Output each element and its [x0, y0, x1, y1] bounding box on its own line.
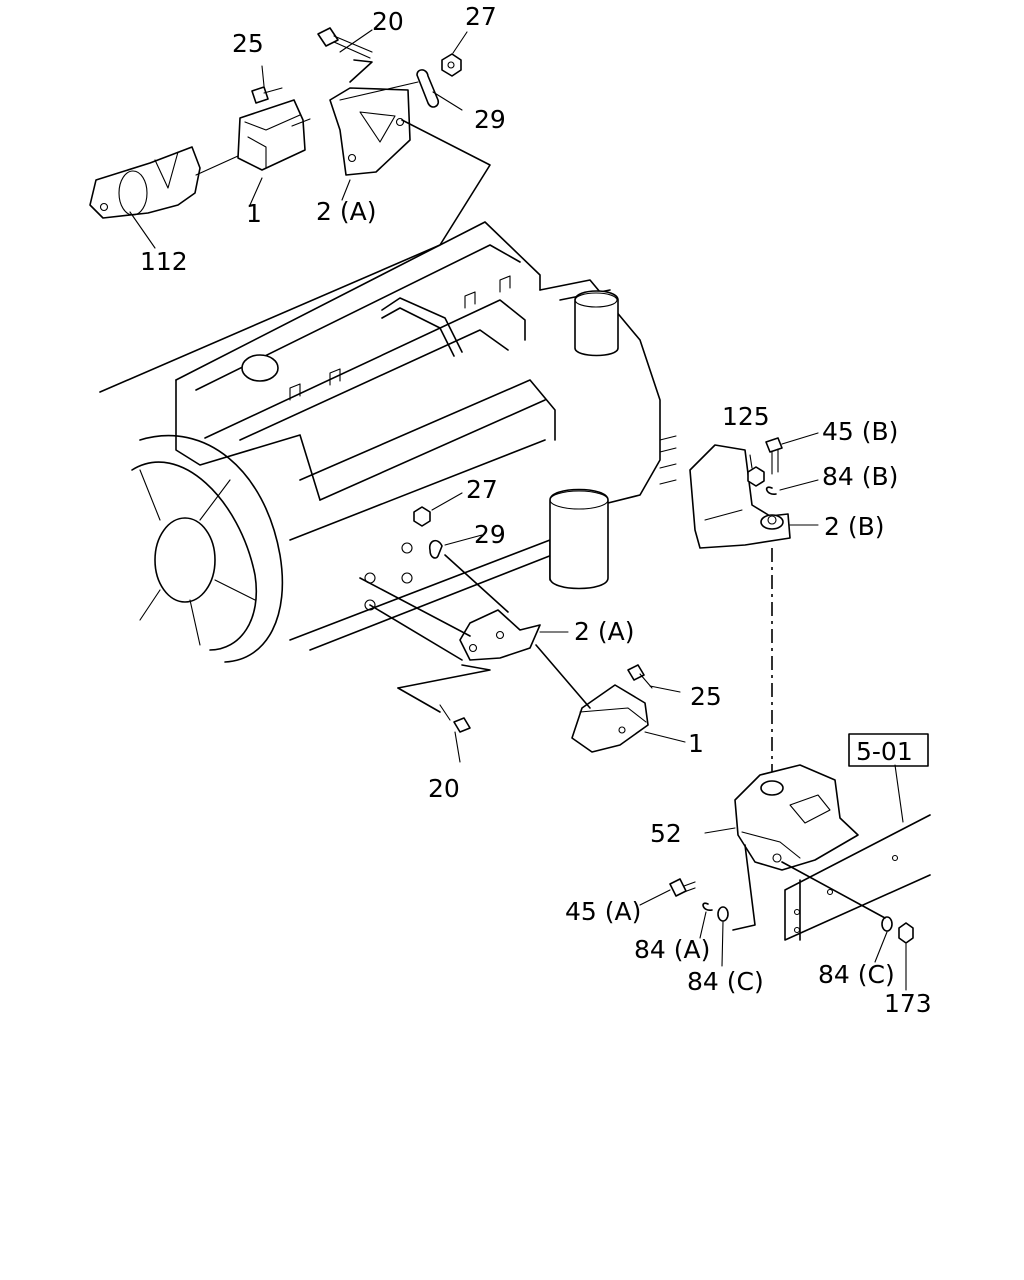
- label-29-top: 29: [474, 105, 506, 134]
- label-173: 173: [884, 989, 932, 1018]
- part-2a-bracket-middle: [459, 609, 541, 661]
- engine-block: [131, 221, 677, 663]
- top-mount-assembly: [89, 27, 491, 393]
- part-84c-washer-left: [717, 906, 729, 922]
- reference-box-5-01: [848, 733, 929, 767]
- part-84c-washer-right: [881, 916, 893, 932]
- label-125: 125: [722, 402, 770, 431]
- part-84a-washer: [702, 902, 713, 911]
- part-25-bolt: [251, 86, 269, 104]
- label-ref-5-01: 5-01: [856, 737, 913, 766]
- part-173-nut: [898, 922, 914, 944]
- part-1-rubber-mount: [237, 99, 306, 171]
- part-125-nut: [747, 466, 765, 487]
- callout-labels: 20 27 25 29 1 2 (A) 112 125 45 (B) 84 (B…: [140, 2, 932, 1018]
- cooling-fan: [131, 434, 284, 663]
- part-52-engine-mount: [734, 764, 859, 871]
- part-27-nut: [441, 53, 462, 77]
- label-84b: 84 (B): [822, 462, 898, 491]
- part-2a-bracket: [329, 87, 411, 176]
- label-2b: 2 (B): [824, 512, 885, 541]
- label-84c-right: 84 (C): [818, 960, 895, 989]
- label-1-top: 1: [246, 199, 262, 228]
- label-29-mid: 29: [474, 520, 506, 549]
- upper-fuel-filter: [574, 290, 619, 357]
- label-2a-top: 2 (A): [316, 197, 376, 226]
- label-27-top: 27: [465, 2, 497, 31]
- label-25-mid: 25: [690, 682, 722, 711]
- label-20-top: 20: [372, 7, 404, 36]
- part-1-rubber-mount-middle: [571, 684, 649, 753]
- label-27-mid: 27: [466, 475, 498, 504]
- middle-mount-assembly: [359, 492, 686, 763]
- lower-mount-assembly: [639, 548, 931, 991]
- part-29-clip: [416, 69, 440, 108]
- rear-bracket-assembly: [689, 432, 819, 549]
- part-84b-washer: [765, 486, 777, 495]
- label-45b: 45 (B): [822, 417, 898, 446]
- label-20-mid: 20: [428, 774, 460, 803]
- part-27-nut-middle: [413, 506, 431, 527]
- label-45a: 45 (A): [565, 897, 641, 926]
- part-20-bolt: [317, 27, 339, 47]
- label-52: 52: [650, 819, 682, 848]
- label-84c-left: 84 (C): [687, 967, 764, 996]
- part-2b-bracket: [689, 444, 791, 549]
- label-1-mid: 1: [688, 729, 704, 758]
- part-45a-bolt: [669, 878, 687, 897]
- label-84a: 84 (A): [634, 935, 710, 964]
- oil-filler-cap: [241, 354, 279, 382]
- part-45b-bolt: [765, 437, 783, 453]
- label-25-top: 25: [232, 29, 264, 58]
- label-112: 112: [140, 247, 188, 276]
- part-29-clip-middle: [428, 539, 443, 559]
- part-20-bolt-middle: [453, 717, 471, 733]
- label-2a-mid: 2 (A): [574, 617, 634, 646]
- lower-fuel-filter: [549, 488, 609, 590]
- part-25-bolt-middle: [627, 664, 645, 681]
